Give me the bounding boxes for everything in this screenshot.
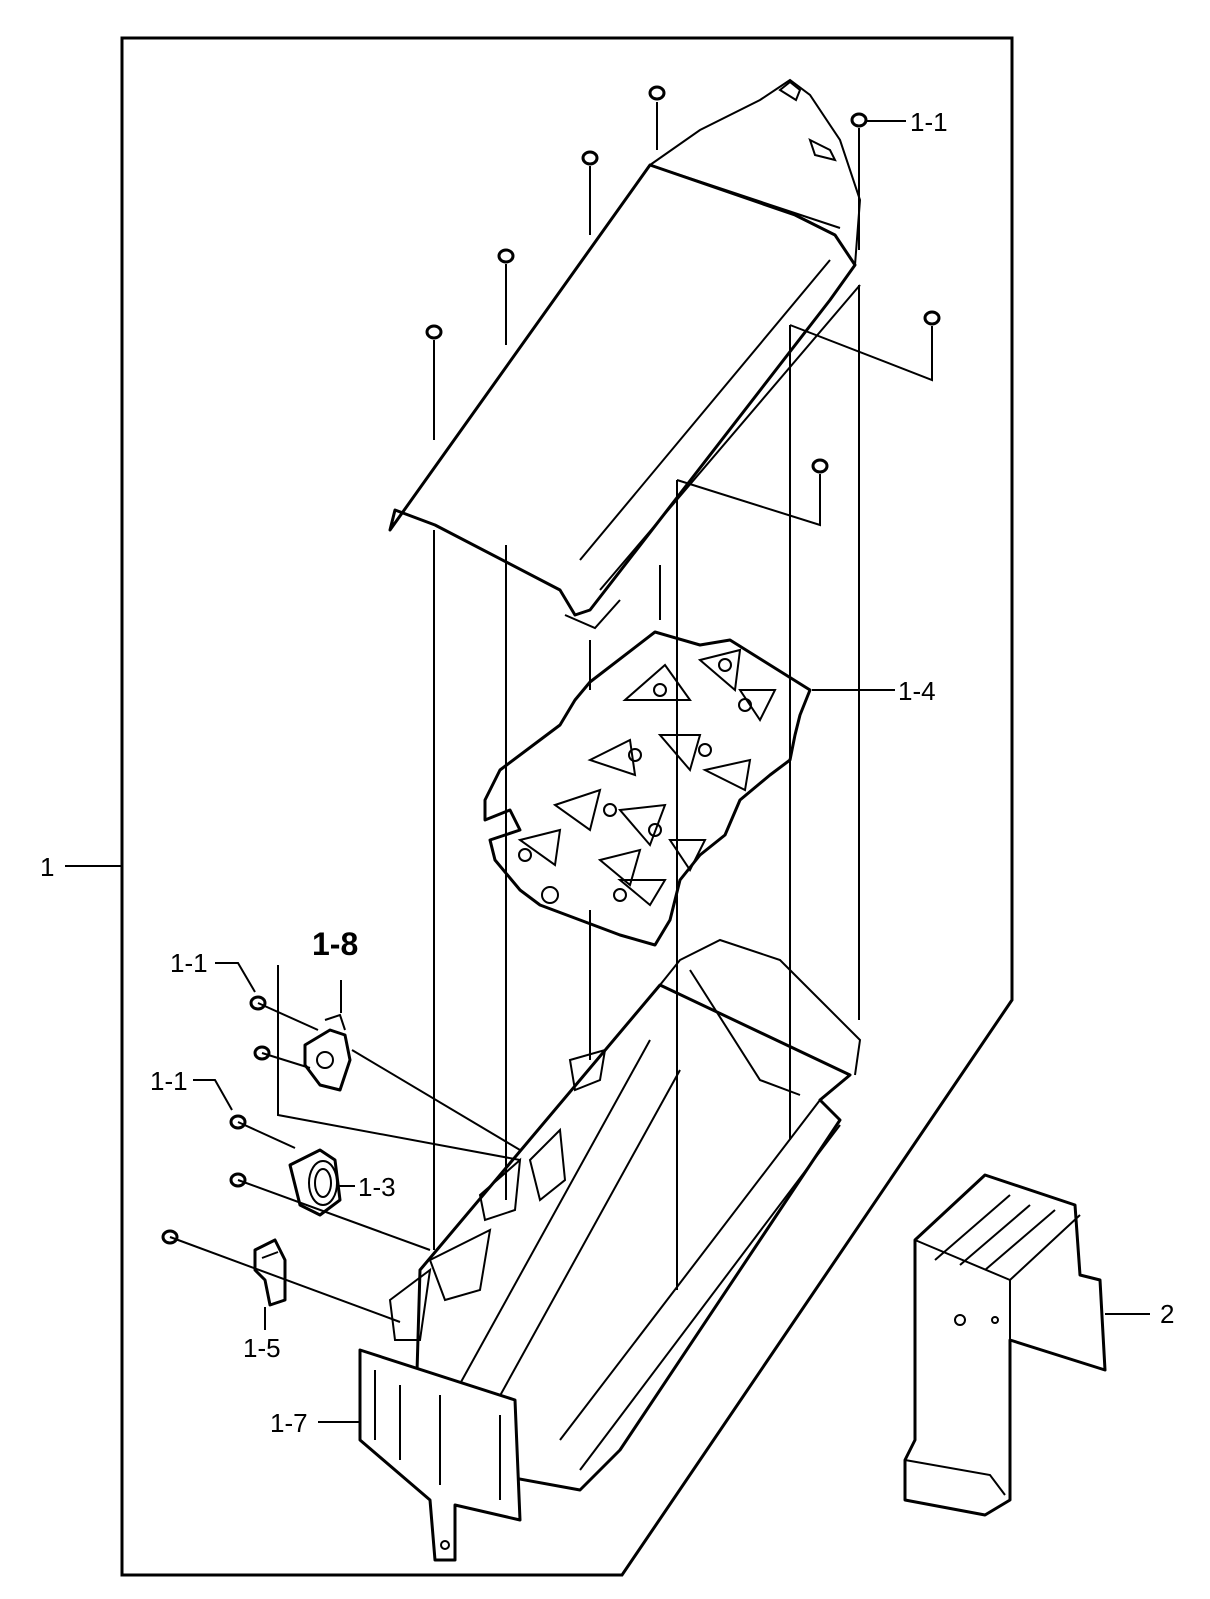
label-screw-1-1-top: 1-1 xyxy=(910,107,948,137)
assembly-frame xyxy=(120,36,1014,1577)
thermostat-part xyxy=(288,1148,342,1217)
label-thermostat-1-3: 1-3 xyxy=(358,1172,396,1202)
label-part-1-8: 1-8 xyxy=(312,926,358,962)
bracket-part xyxy=(903,1173,1107,1517)
label-shield-1-7: 1-7 xyxy=(270,1408,308,1438)
part-1-5-clip xyxy=(253,1238,287,1307)
heat-shield xyxy=(358,1348,522,1562)
part-1-8-sensor xyxy=(303,1013,352,1092)
label-screw-1-1-left-lower: 1-1 xyxy=(150,1066,188,1096)
heater-plate xyxy=(483,630,812,947)
leader-lines xyxy=(65,120,1150,1423)
label-part-1-5: 1-5 xyxy=(243,1333,281,1363)
label-assembly-1: 1 xyxy=(40,852,54,882)
assembly-guide-lines xyxy=(169,102,933,1323)
heater-housing xyxy=(388,938,862,1492)
label-plate-1-4: 1-4 xyxy=(898,676,936,706)
part-labels: 1 1-1 1-4 1-8 1-1 1-1 1-3 1-5 1-7 2 xyxy=(40,107,1174,1438)
label-screw-1-1-left-upper: 1-1 xyxy=(170,948,208,978)
label-bracket-2: 2 xyxy=(1160,1299,1174,1329)
